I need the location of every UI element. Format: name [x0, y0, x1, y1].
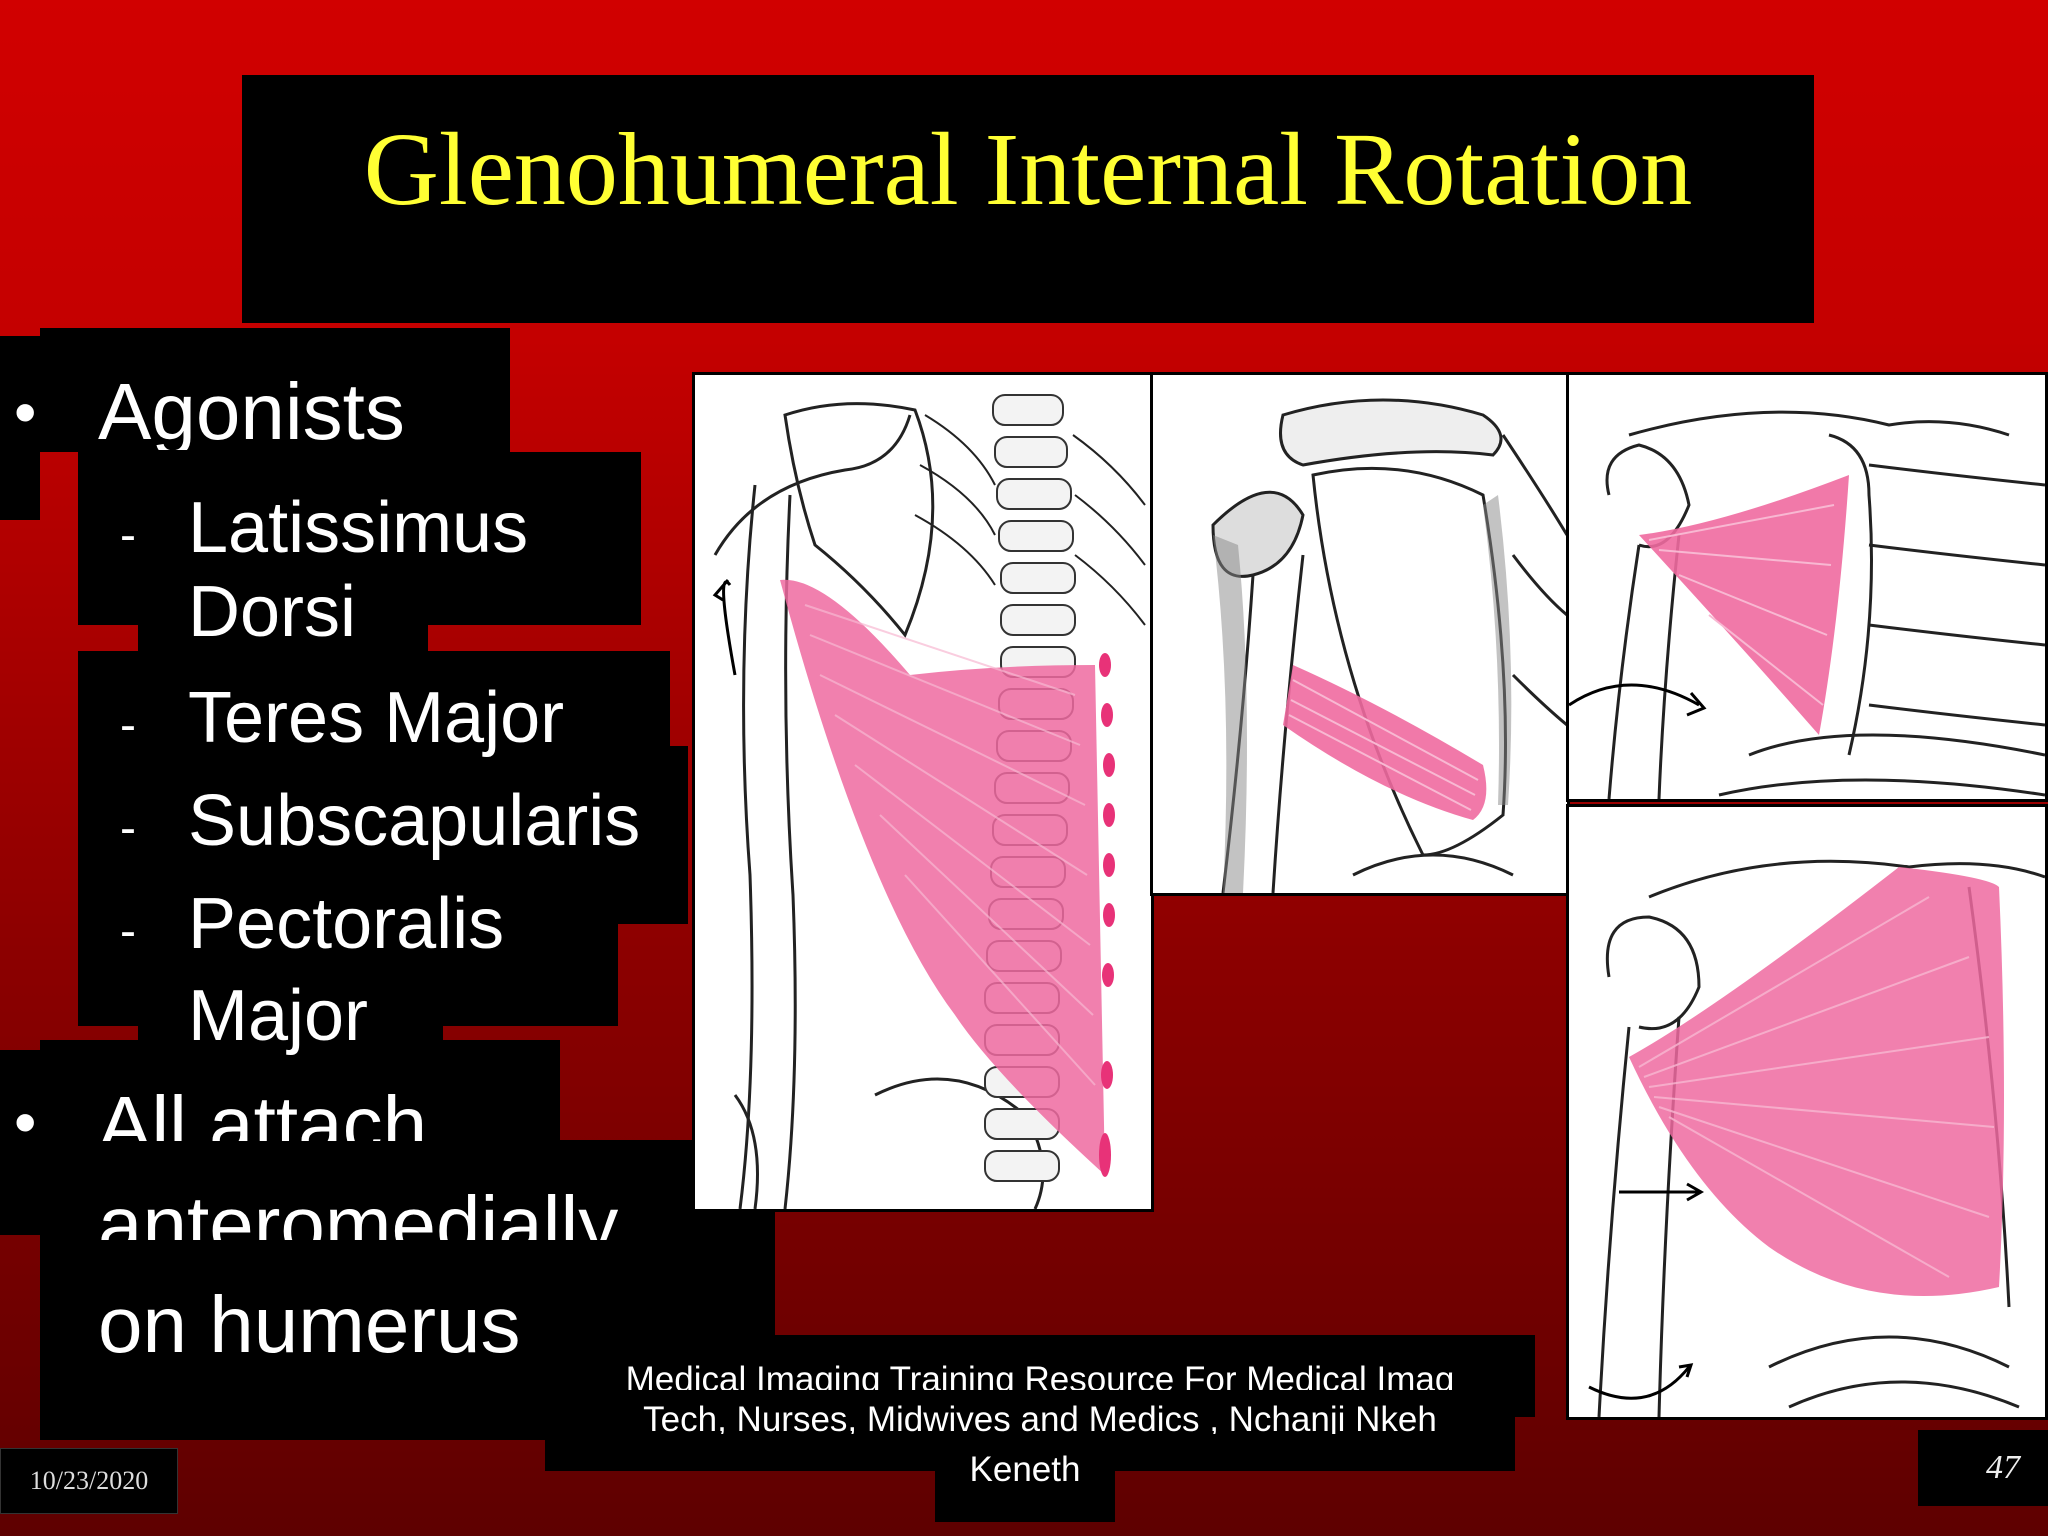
bullet-dot-agonists: •: [14, 376, 37, 448]
text-backing: [78, 924, 618, 1026]
dash-3: -: [120, 802, 136, 855]
footer-backing: [935, 1440, 1115, 1522]
title-box: [242, 75, 1814, 323]
muscle-subscapularis: Subscapularis: [188, 781, 641, 861]
footer-line-1: Medical Imaging Training Resource For Me…: [625, 1362, 1455, 1390]
footer-line-2: Tech, Nurses, Midwives and Medics , Ncha…: [643, 1402, 1437, 1434]
latissimus-dorsi-illustration: [692, 372, 1154, 1212]
teres-major-illustration: [1150, 372, 1570, 896]
text-backing: [0, 336, 40, 520]
text-backing: [78, 651, 670, 746]
text-backing: [40, 328, 510, 452]
slide-date: 10/23/2020: [0, 1448, 178, 1514]
dash-1: -: [120, 509, 136, 562]
bullet-dot-attach: •: [14, 1086, 37, 1158]
page-number: 47: [1918, 1430, 2048, 1506]
muscle-latissimus: Latissimus: [188, 492, 529, 556]
footer-backing: [545, 1335, 1535, 1417]
dash-2: -: [120, 699, 136, 752]
text-backing: [40, 1040, 560, 1140]
attach-line-2: anteromedially: [98, 1185, 619, 1240]
agonists-heading: Agonists: [98, 372, 405, 450]
muscle-dorsi: Dorsi: [188, 572, 357, 652]
muscle-teres-major: Teres Major: [188, 678, 565, 758]
attach-line-3: on humerus: [98, 1280, 521, 1369]
muscle-major: Major: [188, 976, 369, 1056]
text-backing: [78, 452, 641, 625]
text-backing: [0, 1050, 40, 1235]
text-backing: [138, 625, 428, 651]
text-backing: [78, 746, 688, 924]
dash-4: -: [120, 905, 136, 958]
subscapularis-illustration: [1566, 372, 2048, 802]
footer-line-3: Keneth: [969, 1450, 1081, 1489]
slide-title: Glenohumeral Internal Rotation: [363, 112, 1693, 227]
muscle-pectoralis: Pectoralis: [188, 888, 505, 952]
pectoralis-major-illustration: [1566, 804, 2048, 1420]
text-backing: [40, 1140, 775, 1240]
attach-line-1: All attach: [98, 1085, 428, 1141]
